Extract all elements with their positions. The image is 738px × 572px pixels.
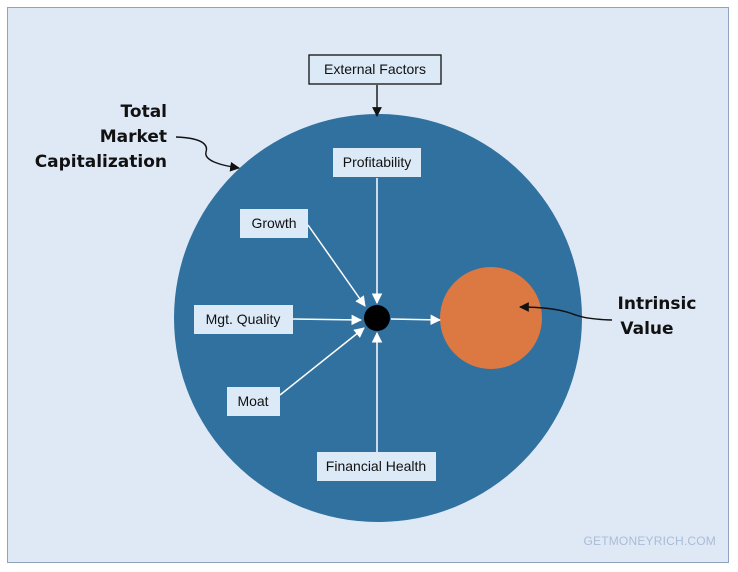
market-cap-label-line1: Total — [121, 102, 167, 122]
financial-health-label: Financial Health — [326, 458, 426, 474]
financial-health-box — [317, 452, 436, 481]
intrinsic-value-label-line2: Value — [620, 319, 673, 339]
market-cap-label-line3: Capitalization — [35, 152, 167, 172]
intrinsic-value-pointer — [519, 302, 613, 321]
external-factors-box — [308, 54, 442, 85]
watermark: GETMONEYRICH.COM — [583, 534, 716, 548]
moat-label: Moat — [237, 393, 268, 409]
mgt-quality-box — [194, 305, 293, 334]
growth-label: Growth — [251, 215, 296, 231]
growth-box — [240, 209, 308, 238]
intrinsic-value-circle — [440, 267, 542, 369]
profitability-box — [333, 148, 421, 177]
arrow-moat — [279, 327, 365, 396]
arrow-growth — [307, 224, 366, 307]
moat-box — [227, 387, 280, 416]
profitability-label: Profitability — [343, 154, 411, 170]
market-cap-pointer — [175, 136, 240, 172]
factor-hub — [364, 305, 390, 331]
arrow-mgt-quality — [292, 314, 363, 326]
external-factors-label: External Factors — [324, 61, 426, 77]
mgt-quality-label: Mgt. Quality — [206, 311, 281, 327]
market-cap-label-line2: Market — [100, 127, 167, 147]
intrinsic-value-label-line1: Intrinsic — [618, 294, 697, 314]
arrow-hub-to-intrinsic — [390, 314, 442, 326]
